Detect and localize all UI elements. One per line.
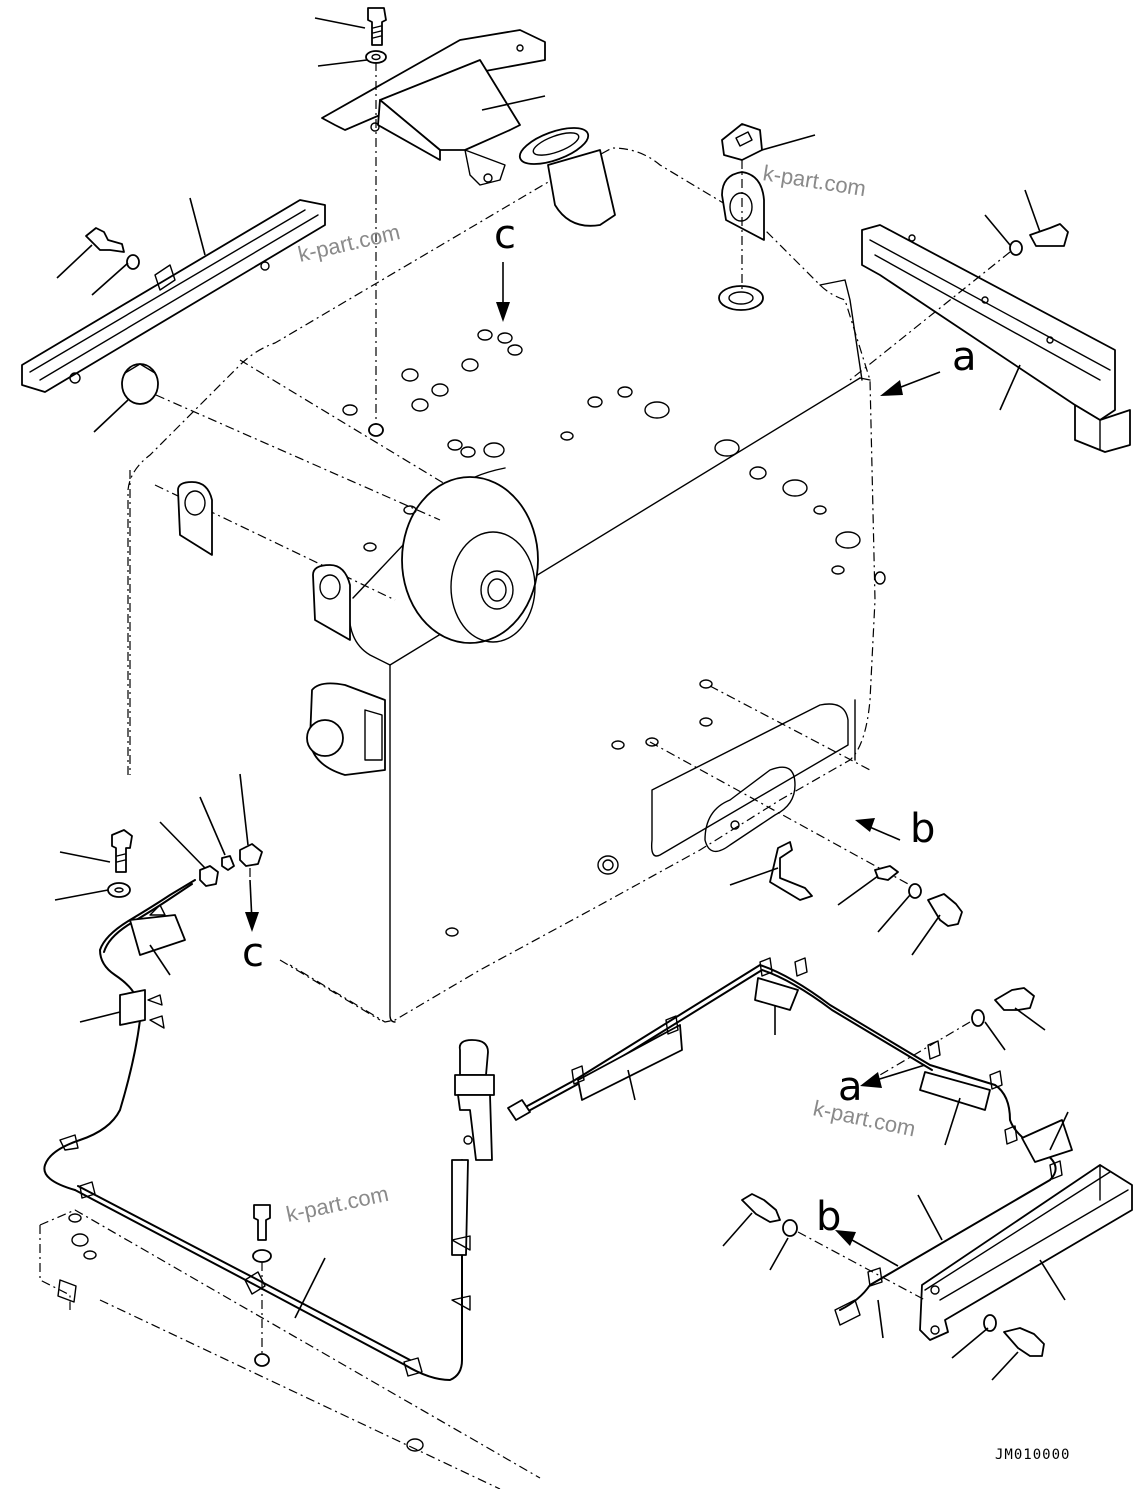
label-b-right: b xyxy=(910,806,935,852)
label-c-top: c xyxy=(494,212,516,258)
drawing-code: JM010000 xyxy=(995,1447,1070,1463)
right-rail xyxy=(861,224,1131,453)
sensor-harness-left xyxy=(43,879,196,1191)
sensor-harness-right xyxy=(507,957,1073,1326)
top-bolt xyxy=(365,7,387,437)
left-fittings xyxy=(107,829,263,898)
left-rail xyxy=(21,199,326,393)
right-guard-rail xyxy=(919,1164,1133,1341)
lower-center-bolt xyxy=(252,1204,272,1367)
label-a-top: a xyxy=(952,334,977,380)
left-rail-bolt xyxy=(85,227,140,270)
watermark-2: k-part.com xyxy=(761,160,868,201)
watermark-3: k-part.com xyxy=(811,1095,918,1141)
label-a-bottom: a xyxy=(838,1064,863,1110)
fuel-tank xyxy=(127,127,876,1023)
left-plug xyxy=(121,363,441,521)
direction-arrows xyxy=(245,262,941,1267)
lower-frame xyxy=(39,1209,541,1489)
lower-right-fasteners xyxy=(741,987,1045,1357)
label-c-left: c xyxy=(242,930,264,976)
top-mounting-bracket xyxy=(321,29,546,186)
level-sensor xyxy=(454,1039,495,1161)
leader-lines xyxy=(54,17,1069,1381)
lower-right-bracket xyxy=(649,685,963,927)
sensor-harness-lower xyxy=(74,1159,471,1381)
top-right-plug xyxy=(721,123,763,290)
tank-bosses xyxy=(342,285,886,937)
right-rail-bolt xyxy=(849,223,1069,381)
label-b-bottom: b xyxy=(816,1194,841,1240)
watermark-4: k-part.com xyxy=(284,1181,391,1227)
